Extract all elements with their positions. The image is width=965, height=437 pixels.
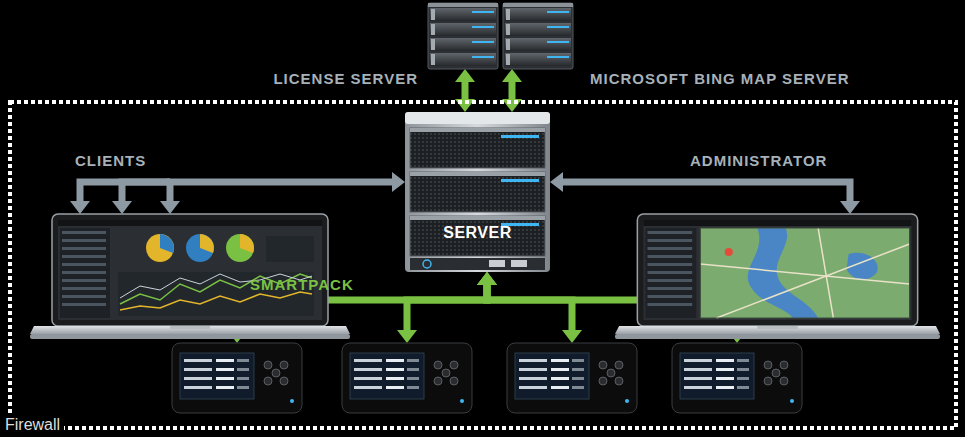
smartpack-device-art: [342, 343, 472, 413]
arrow-head: [477, 272, 497, 285]
connector: [455, 69, 475, 112]
connector-line: [407, 283, 487, 332]
arrow-head: [455, 69, 475, 82]
smartpack-device: [342, 343, 472, 413]
connector: [397, 272, 497, 343]
arrow-head: [562, 330, 582, 343]
node-label: ADMINISTRATOR: [690, 152, 827, 169]
connector-line: [509, 80, 516, 101]
smartpack-device: [672, 343, 802, 413]
license-server: LICENSE SERVER: [428, 3, 498, 69]
arrow-head: [70, 201, 90, 214]
node-label: CLIENTS: [75, 152, 146, 169]
connector-line: [170, 182, 394, 203]
node-label: SERVER: [443, 224, 512, 242]
connector-line: [80, 182, 170, 203]
arrow-head: [840, 201, 860, 214]
arrow-head: [392, 172, 405, 192]
node-label: Firewall: [3, 416, 64, 434]
arrow-head: [477, 272, 497, 285]
connector: [502, 69, 522, 112]
connector: [70, 172, 405, 214]
arrow-head: [160, 201, 180, 214]
admin-laptop: ADMINISTRATOR: [615, 214, 940, 342]
rack-server-art: [503, 3, 573, 69]
map-server: MICROSOFT BING MAP SERVER: [503, 3, 573, 69]
connector-line: [122, 182, 170, 203]
smartpack-device-art: [507, 343, 637, 413]
node-label: MICROSOFT BING MAP SERVER: [590, 70, 849, 87]
connector-line: [561, 182, 850, 203]
admin-laptop-art: [615, 214, 940, 342]
node-label: LICENSE SERVER: [273, 70, 418, 87]
smartpack-device: [507, 343, 637, 413]
arrow-head: [550, 172, 563, 192]
bus-label: SMARTPACK: [250, 276, 354, 293]
arrow-head: [477, 272, 497, 285]
server: SERVER: [405, 112, 550, 272]
connector: [550, 172, 860, 214]
rack-server-art: [428, 3, 498, 69]
arrow-head: [112, 201, 132, 214]
arrow-head: [502, 69, 522, 82]
arrow-head: [502, 99, 522, 112]
server-art: [405, 112, 550, 272]
arrow-head: [477, 272, 497, 285]
connector-line: [487, 283, 572, 332]
connector-line: [462, 80, 469, 101]
smartpack-device-art: [172, 343, 302, 413]
arrow-head: [397, 330, 417, 343]
smartpack-device: [172, 343, 302, 413]
smartpack-device-art: [672, 343, 802, 413]
firewall-region: FirewallSERVERCLIENTSADMINISTRATOR: [8, 100, 958, 430]
connector: [477, 272, 582, 343]
